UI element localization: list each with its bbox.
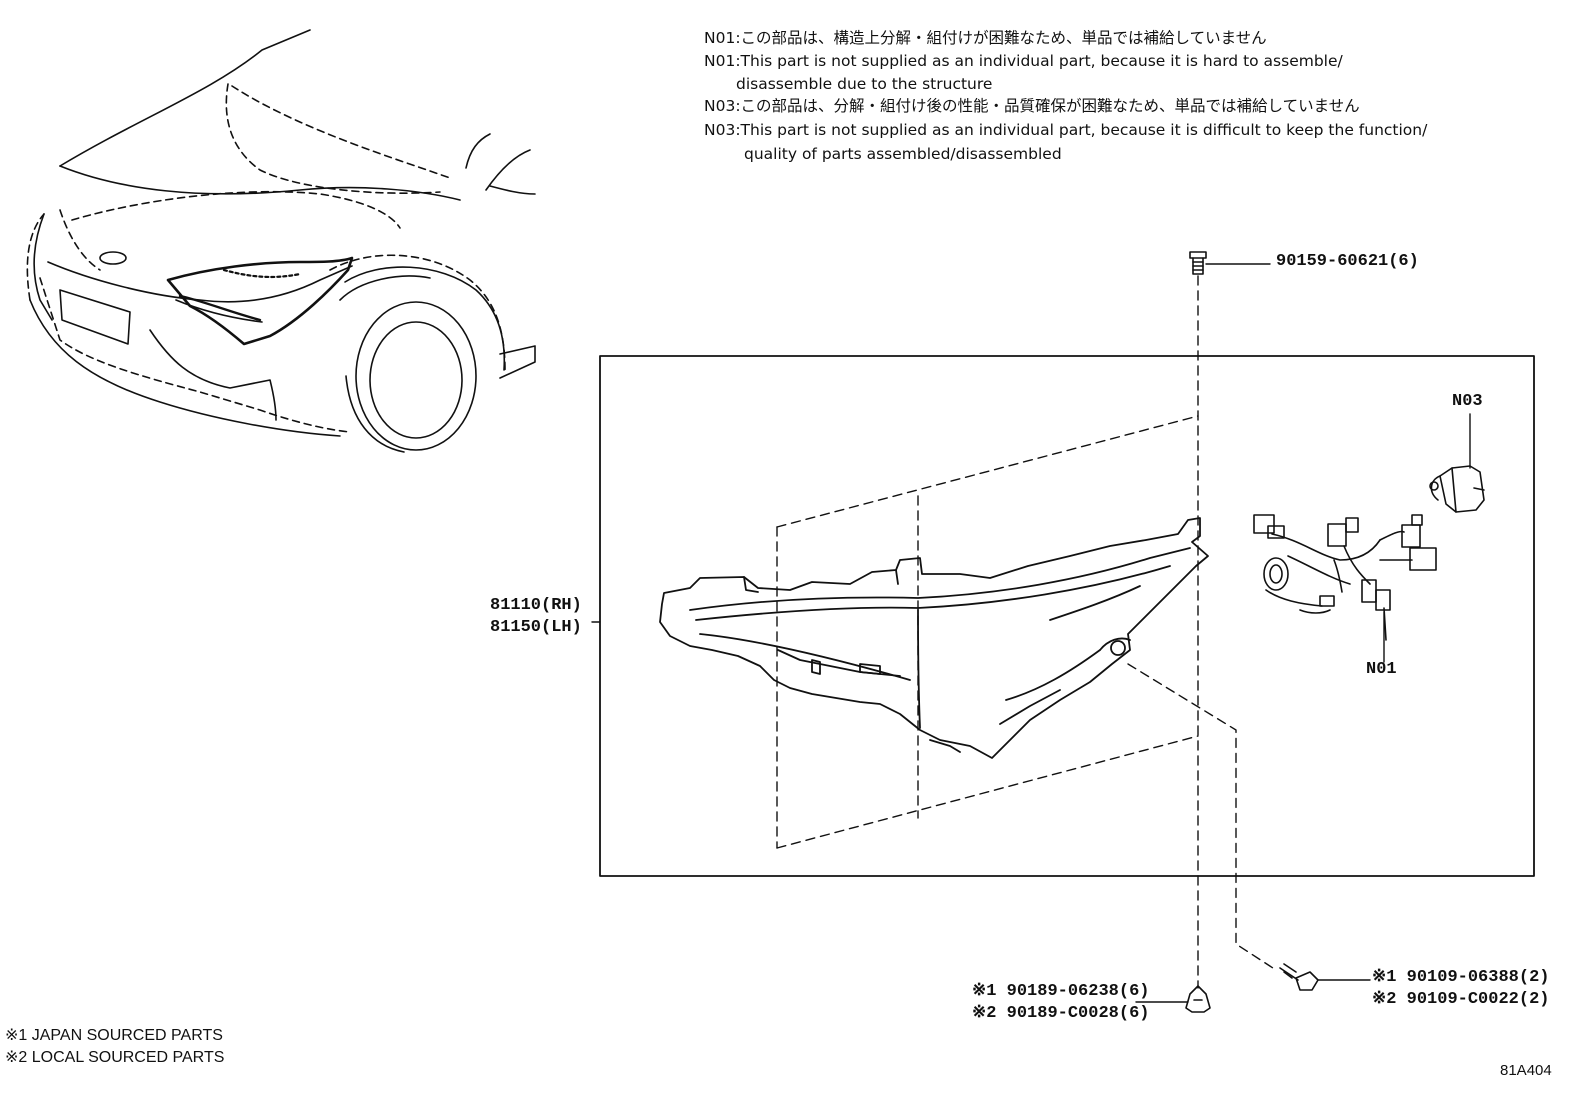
note-n03-en-1: N03:This part is not supplied as an indi…	[704, 121, 1428, 139]
car-overview-illustration	[26, 29, 536, 453]
label-headlamp-lh: 81150(LH)	[490, 618, 582, 637]
top-bolt	[1189, 251, 1207, 275]
diagram-code: 81A404	[1500, 1062, 1552, 1079]
label-headlamp-rh: 81110(RH)	[490, 596, 582, 615]
note-n03-jp: N03:この部品は、分解・組付け後の性能・品質確保が困難なため、単品では補給して…	[704, 97, 1360, 115]
label-clip-1: ※1 90189-06238(6)	[972, 982, 1150, 1001]
label-top-bolt: 90159-60621(6)	[1276, 252, 1419, 271]
leveling-motor	[1429, 465, 1485, 513]
label-screw-1: ※1 90109-06388(2)	[1372, 968, 1550, 987]
note-n01-en-1: N01:This part is not supplied as an indi…	[704, 52, 1343, 70]
label-n01: N01	[1366, 660, 1397, 679]
note-n03-en-2: quality of parts assembled/disassembled	[744, 145, 1062, 163]
side-screw	[1279, 963, 1319, 991]
note-n01-en-2: disassemble due to the structure	[736, 75, 993, 93]
headlamp-assembly	[659, 517, 1209, 759]
assembly-frame	[599, 355, 1535, 877]
label-clip-2: ※2 90189-C0028(6)	[972, 1004, 1150, 1023]
bottom-clip	[1185, 985, 1211, 1013]
label-n03: N03	[1452, 392, 1483, 411]
wiring-harness	[1253, 514, 1437, 641]
footnote-local-sourced: ※2 LOCAL SOURCED PARTS	[5, 1049, 225, 1066]
label-screw-2: ※2 90109-C0022(2)	[1372, 990, 1550, 1009]
note-n01-jp: N01:この部品は、構造上分解・組付けが困難なため、単品では補給していません	[704, 29, 1267, 47]
footnote-japan-sourced: ※1 JAPAN SOURCED PARTS	[5, 1027, 223, 1044]
